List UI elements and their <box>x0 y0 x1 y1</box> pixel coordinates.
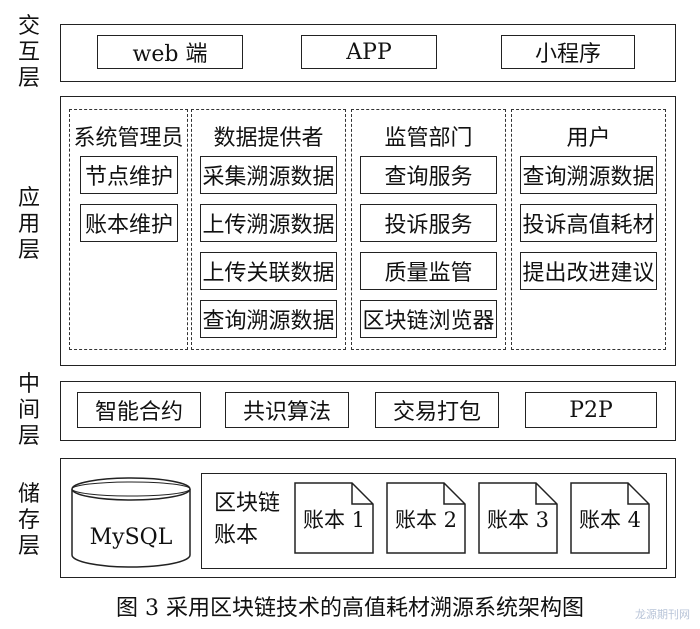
interaction-miniprogram: 小程序 <box>501 35 635 69</box>
interaction-layer: web 端 APP 小程序 <box>60 24 676 82</box>
ledger-doc-label: 账本 3 <box>486 508 550 532</box>
storage-layer: MySQL 区块链账本 账本 1 账本 2 账本 3 账本 4 <box>60 458 676 578</box>
layer-label-middle: 中间层 <box>17 372 40 449</box>
app-item: 上传溯源数据 <box>200 204 337 242</box>
application-layer: 系统管理员 节点维护 账本维护 数据提供者 采集溯源数据 上传溯源数据 上传关联… <box>60 96 676 366</box>
ledger-doc-label: 账本 1 <box>302 508 366 532</box>
app-item: 投诉服务 <box>360 204 497 242</box>
app-item: 账本维护 <box>80 204 178 242</box>
ledger-container: 区块链账本 账本 1 账本 2 账本 3 账本 4 <box>201 473 667 569</box>
ledger-doc-2: 账本 2 <box>386 482 466 554</box>
app-item: 区块链浏览器 <box>360 300 497 338</box>
interaction-app: APP <box>301 35 437 69</box>
ledger-doc-label: 账本 4 <box>578 508 642 532</box>
ledger-doc-1: 账本 1 <box>294 482 374 554</box>
app-column-title: 数据提供者 <box>213 126 324 151</box>
middle-consensus: 共识算法 <box>225 392 349 428</box>
database-label: MySQL <box>89 525 173 550</box>
ledger-doc-3: 账本 3 <box>478 482 558 554</box>
app-column-admin: 系统管理员 节点维护 账本维护 <box>69 109 188 350</box>
app-item: 查询溯源数据 <box>520 156 657 194</box>
ledger-label: 区块链账本 <box>214 491 281 548</box>
middle-p2p: P2P <box>525 392 657 428</box>
app-item: 采集溯源数据 <box>200 156 337 194</box>
app-item: 投诉高值耗材 <box>520 204 657 242</box>
app-column-regulator: 监管部门 查询服务 投诉服务 质量监管 区块链浏览器 <box>351 109 506 350</box>
interaction-web: web 端 <box>97 35 243 69</box>
figure-caption: 图 3 采用区块链技术的高值耗材溯源系统架构图 <box>116 596 584 621</box>
layer-label-storage: 储存层 <box>17 482 40 559</box>
watermark: 龙源期刊网 <box>635 608 690 621</box>
ledger-doc-label: 账本 2 <box>394 508 458 532</box>
middle-layer: 智能合约 共识算法 交易打包 P2P <box>60 381 676 441</box>
ledger-doc-4: 账本 4 <box>570 482 650 554</box>
app-item: 节点维护 <box>80 156 178 194</box>
app-item: 查询服务 <box>360 156 497 194</box>
middle-packaging: 交易打包 <box>375 392 499 428</box>
app-column-title: 用户 <box>566 126 611 151</box>
app-item: 提出改进建议 <box>520 252 657 290</box>
app-column-user: 用户 查询溯源数据 投诉高值耗材 提出改进建议 <box>511 109 666 350</box>
app-column-provider: 数据提供者 采集溯源数据 上传溯源数据 上传关联数据 查询溯源数据 <box>191 109 346 350</box>
app-item: 质量监管 <box>360 252 497 290</box>
middle-smart-contract: 智能合约 <box>77 392 201 428</box>
database-icon: MySQL <box>69 475 193 571</box>
app-item: 查询溯源数据 <box>200 300 337 338</box>
app-item: 上传关联数据 <box>200 252 337 290</box>
app-column-title: 监管部门 <box>384 126 473 151</box>
layer-label-interaction: 交互层 <box>17 14 40 91</box>
layer-label-application: 应用层 <box>17 186 40 263</box>
app-column-title: 系统管理员 <box>73 126 184 151</box>
